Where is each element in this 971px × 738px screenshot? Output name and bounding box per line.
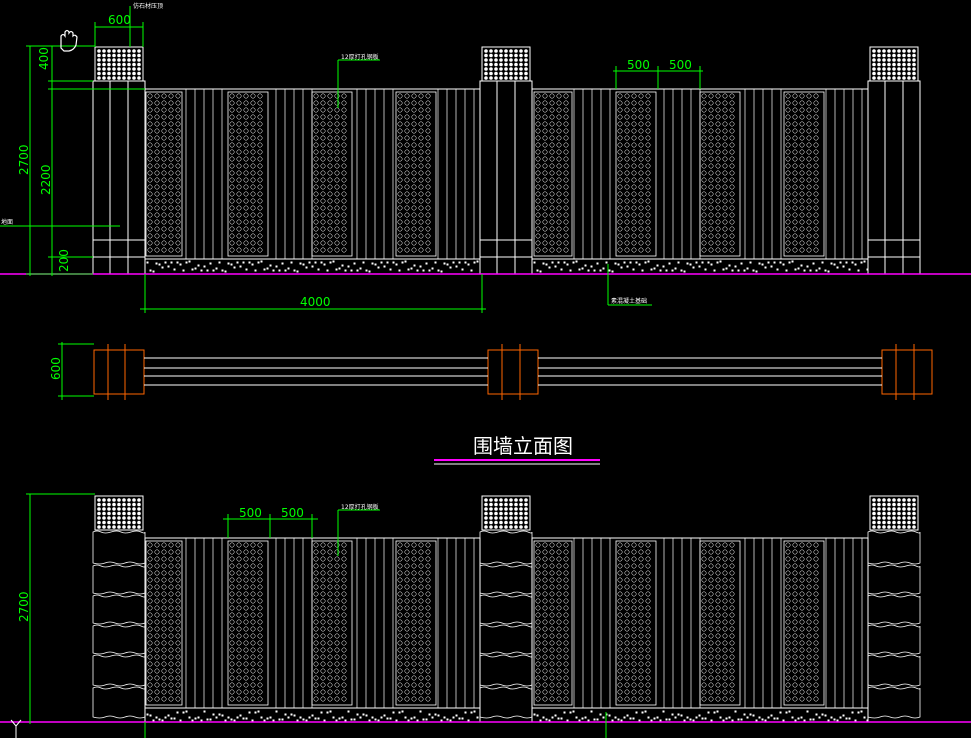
pillar-stones (92, 530, 921, 719)
dim-bottom-spacing-a: 500 (239, 506, 262, 520)
note-bottom: 素混凝土基础 (611, 297, 647, 305)
dim-plan-depth: 600 (49, 357, 63, 380)
gravel-hatch (146, 260, 869, 273)
perforated-panels-bottom (145, 540, 825, 706)
note-pillar-cap: 仿石材压顶 (133, 2, 163, 10)
plan-view (58, 342, 933, 400)
dim-spacing-a: 500 (627, 58, 650, 72)
dim-pillar-width: 600 (108, 13, 131, 27)
note-left: 地面 (1, 218, 13, 226)
fence-slats-bottom (185, 538, 863, 708)
pillar-cap-dots (97, 49, 916, 80)
dim-base-height: 200 (57, 249, 71, 272)
drawing-title: 围墙立面图 (473, 434, 573, 458)
dim-spacing-b: 500 (669, 58, 692, 72)
fence-slats (185, 89, 863, 259)
dimensions-bottom (26, 493, 607, 738)
gravel-hatch-bottom (146, 710, 869, 722)
pillar-left (92, 46, 146, 275)
note-panel: 12厚打孔钢板 (341, 53, 379, 61)
dim-bottom-spacing-b: 500 (281, 506, 304, 520)
note-bottom-panel: 12厚打孔钢板 (341, 503, 379, 511)
perforated-panels (145, 91, 825, 257)
dim-bottom-total-height: 2700 (17, 591, 31, 622)
dim-wall-height: 2200 (39, 164, 53, 195)
pillar-right (867, 46, 921, 275)
dim-bay-width: 4000 (300, 295, 331, 309)
elevation-top (92, 46, 921, 275)
pan-hand-icon (60, 29, 78, 52)
ucs-y-axis-icon (10, 719, 22, 738)
elevation-bottom (92, 495, 921, 723)
pillar-middle (479, 46, 533, 275)
dim-total-height: 2700 (17, 144, 31, 175)
pillar-cap-dots-bottom (97, 498, 916, 529)
dim-cap-height: 400 (37, 47, 51, 70)
